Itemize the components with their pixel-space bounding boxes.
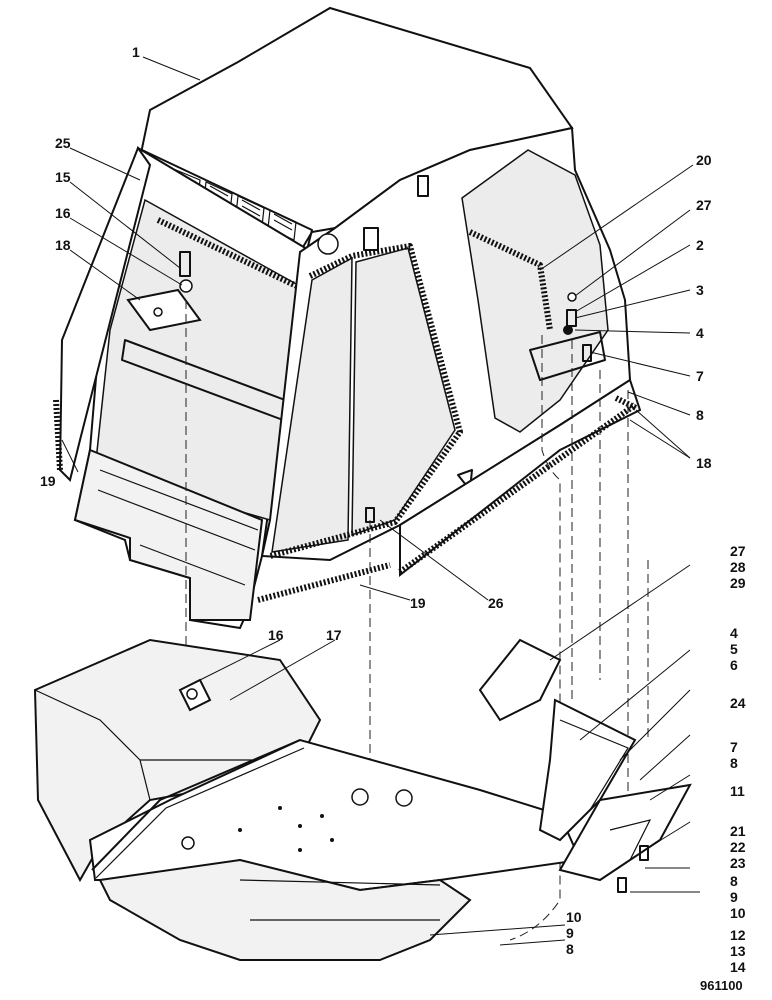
callout-7b: 7 bbox=[730, 739, 738, 755]
front-top-seal bbox=[156, 217, 307, 293]
floor-hole-a bbox=[351, 788, 369, 806]
callout-10: 10 bbox=[730, 905, 746, 921]
callout-18: 18 bbox=[55, 237, 71, 253]
washer-16 bbox=[179, 279, 193, 293]
callout-11: 11 bbox=[730, 783, 745, 799]
callout-23: 23 bbox=[730, 855, 746, 871]
lower-front-panel bbox=[73, 448, 264, 621]
floor-hole-b bbox=[395, 789, 413, 807]
left-pillar bbox=[58, 145, 152, 482]
callout-19b: 19 bbox=[410, 595, 426, 611]
door-handle bbox=[363, 227, 379, 251]
floor-hole-c bbox=[181, 836, 195, 850]
bolt-8 bbox=[639, 845, 649, 861]
callout-27: 27 bbox=[696, 197, 712, 213]
callout-25: 25 bbox=[55, 135, 71, 151]
callout-16: 16 bbox=[55, 205, 71, 221]
callout-9b: 9 bbox=[566, 925, 574, 941]
side-seal-18 bbox=[398, 402, 637, 575]
callout-17: 17 bbox=[326, 627, 342, 643]
bracket-24 bbox=[538, 698, 637, 842]
callout-8b: 8 bbox=[730, 755, 738, 771]
bolt-12 bbox=[617, 877, 627, 893]
callout-10b: 10 bbox=[566, 909, 582, 925]
callout-29: 29 bbox=[730, 575, 746, 591]
part-27-bracket bbox=[478, 638, 562, 722]
callout-27b: 27 bbox=[730, 543, 746, 559]
callout-labels: 1 25 15 16 18 19 20 27 2 3 4 7 8 18 26 1… bbox=[40, 44, 746, 975]
rear-window-seal bbox=[468, 229, 553, 331]
callout-13: 13 bbox=[730, 943, 746, 959]
callout-21: 21 bbox=[730, 823, 746, 839]
callout-8c: 8 bbox=[730, 873, 738, 889]
leader-lines bbox=[61, 56, 700, 946]
callout-3: 3 bbox=[696, 282, 704, 298]
floor-edge-rail bbox=[91, 739, 301, 871]
mounting-bracket bbox=[126, 288, 202, 332]
cab-assembly bbox=[53, 6, 642, 630]
callout-4b: 4 bbox=[730, 625, 738, 641]
bolt-15 bbox=[179, 251, 191, 277]
callout-9: 9 bbox=[730, 889, 738, 905]
figure-reference-number: 961100 bbox=[700, 978, 743, 993]
callout-8: 8 bbox=[696, 407, 704, 423]
callout-22: 22 bbox=[730, 839, 746, 855]
lower-skirt bbox=[98, 858, 472, 961]
callout-20: 20 bbox=[696, 152, 712, 168]
callout-15: 15 bbox=[55, 169, 71, 185]
callout-4: 4 bbox=[696, 325, 704, 341]
callout-5: 5 bbox=[730, 641, 738, 657]
callout-19: 19 bbox=[40, 473, 56, 489]
callout-26: 26 bbox=[488, 595, 504, 611]
callout-1: 1 bbox=[132, 44, 140, 60]
side-door-glass bbox=[271, 256, 353, 553]
chassis-assembly bbox=[33, 638, 692, 961]
callout-24: 24 bbox=[730, 695, 746, 711]
bracket-hole bbox=[153, 307, 163, 317]
callout-2: 2 bbox=[696, 237, 704, 253]
callout-8d: 8 bbox=[566, 941, 574, 957]
callout-14: 14 bbox=[730, 959, 746, 975]
callout-18b: 18 bbox=[696, 455, 712, 471]
door-sill bbox=[399, 378, 642, 578]
callout-6: 6 bbox=[730, 657, 738, 673]
door-seal bbox=[269, 243, 463, 559]
callout-28: 28 bbox=[730, 559, 746, 575]
door-window-pane bbox=[351, 247, 456, 537]
callout-12: 12 bbox=[730, 927, 746, 943]
door-catch bbox=[417, 175, 429, 197]
callout-16b: 16 bbox=[268, 627, 284, 643]
lamp-hole bbox=[317, 233, 339, 255]
lower-seal-19 bbox=[257, 562, 391, 603]
callout-7: 7 bbox=[696, 368, 704, 384]
